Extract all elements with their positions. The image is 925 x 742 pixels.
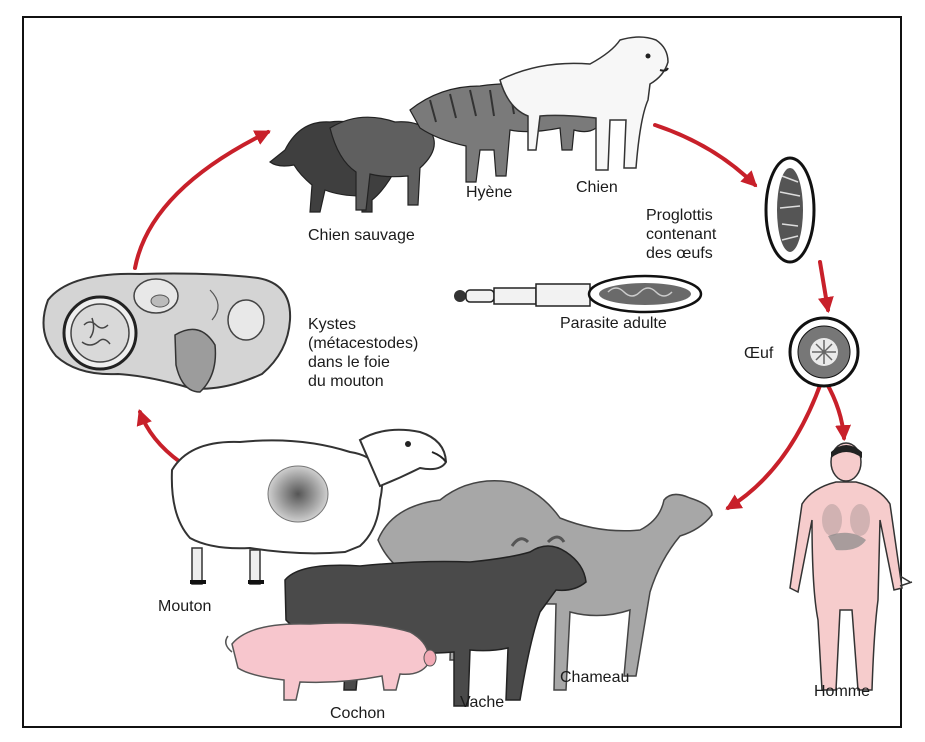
label-proglottis: Proglottis contenant des œufs: [646, 206, 716, 263]
wild-dog-illustration: [270, 117, 434, 212]
arrow-egg-to-human: [826, 382, 844, 438]
label-chien-sauvage: Chien sauvage: [308, 226, 415, 245]
adult-parasite-illustration: [454, 276, 701, 312]
arrow-egg-to-livestock: [728, 380, 822, 508]
arrow-dog-to-proglottis: [655, 125, 755, 185]
label-parasite-adulte: Parasite adulte: [560, 314, 667, 333]
proglottis-illustration: [766, 158, 814, 262]
egg-illustration: [790, 318, 858, 386]
label-kystes: Kystes (métacestodes) dans le foie du mo…: [308, 315, 418, 391]
arrow-liver-to-wild-dog: [135, 132, 268, 268]
pig-illustration: [226, 623, 436, 700]
dog-illustration: [500, 37, 668, 170]
human-illustration: [790, 443, 912, 690]
label-mouton: Mouton: [158, 597, 211, 616]
label-chameau: Chameau: [560, 668, 629, 687]
label-vache: Vache: [460, 693, 504, 712]
label-oeuf: Œuf: [744, 344, 773, 363]
arrow-sheep-to-liver: [140, 412, 180, 462]
label-chien: Chien: [576, 178, 618, 197]
liver-with-cysts: [44, 274, 291, 393]
label-homme: Homme: [814, 682, 870, 701]
label-hyene: Hyène: [466, 183, 512, 202]
label-cochon: Cochon: [330, 704, 385, 723]
arrow-proglottis-to-egg: [820, 262, 828, 310]
